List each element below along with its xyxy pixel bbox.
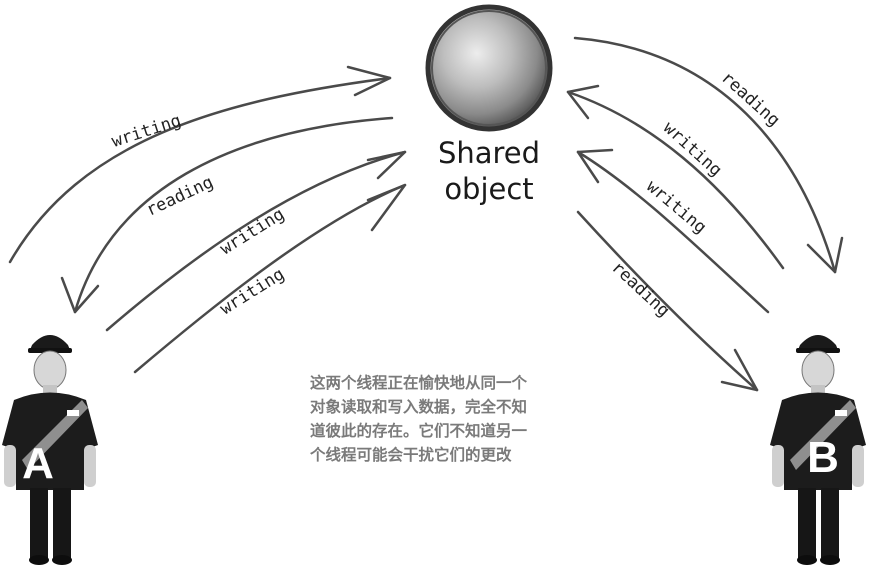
arrow-label-a-writing-low: writing [217, 264, 288, 319]
arrow-a-reading [60, 116, 394, 314]
arrow-label-b-writing-1: writing [659, 118, 726, 181]
person-b-leg-left [798, 488, 816, 558]
shared-object: Shared object [425, 4, 553, 206]
person-a: A [2, 335, 98, 565]
person-a-shoe-right [52, 555, 72, 565]
arrow-a-writing-mid [105, 150, 407, 332]
person-a-arm-left [4, 445, 16, 487]
arrow-a-writing-low [133, 183, 407, 374]
person-b-cap [798, 335, 838, 350]
person-a-head [33, 350, 67, 390]
arrow-b-reading-top [573, 36, 844, 274]
arrow-b-reading-low [576, 210, 759, 392]
person-b-neck [811, 385, 825, 395]
arrow-label-a-reading: reading [143, 172, 216, 220]
person-a-badge [67, 410, 79, 416]
caption-line-3: 道彼此的存在。它们不知道另一 [310, 421, 528, 440]
shared-object-label-line1: Shared [438, 136, 540, 170]
shared-object-ball-outline [431, 10, 547, 126]
caption-line-4: 个线程可能会干扰它们的更改 [309, 445, 512, 464]
shared-object-ball [425, 4, 553, 132]
person-a-leg-left [30, 488, 48, 558]
person-b-sash [790, 400, 856, 470]
person-b-arm-left [772, 445, 784, 487]
person-a-neck [43, 385, 57, 395]
person-a-letter: A [22, 439, 54, 488]
person-b-shoe-right [820, 555, 840, 565]
person-b: B [770, 335, 866, 565]
person-b-leg-right [821, 488, 839, 558]
person-a-leg-right [53, 488, 71, 558]
person-b-letter: B [807, 433, 839, 482]
person-a-arm-right [84, 445, 96, 487]
arrow-a-writing-top [8, 65, 392, 264]
arrow-b-writing-1 [566, 84, 785, 270]
caption-line-1: 这两个线程正在愉快地从同一个 [310, 373, 528, 392]
person-b-shoe-left [797, 555, 817, 565]
arrow-label-b-reading-low: reading [607, 258, 673, 321]
person-a-shoe-left [29, 555, 49, 565]
person-a-sash [22, 400, 88, 470]
person-b-arm-right [852, 445, 864, 487]
arrow-b-writing-2 [576, 148, 770, 314]
person-b-badge [835, 410, 847, 416]
arrow-label-b-reading-top: reading [717, 68, 784, 131]
person-a-cap [30, 335, 70, 350]
person-b-head [801, 350, 835, 390]
shared-object-label-line2: object [444, 172, 533, 206]
caption-line-2: 对象读取和写入数据，完全不知 [310, 397, 527, 416]
caption: 这两个线程正在愉快地从同一个 对象读取和写入数据，完全不知 道彼此的存在。它们不… [309, 373, 528, 464]
arrow-label-a-writing-mid: writing [217, 204, 288, 259]
arrow-label-a-writing-top: writing [109, 111, 183, 152]
